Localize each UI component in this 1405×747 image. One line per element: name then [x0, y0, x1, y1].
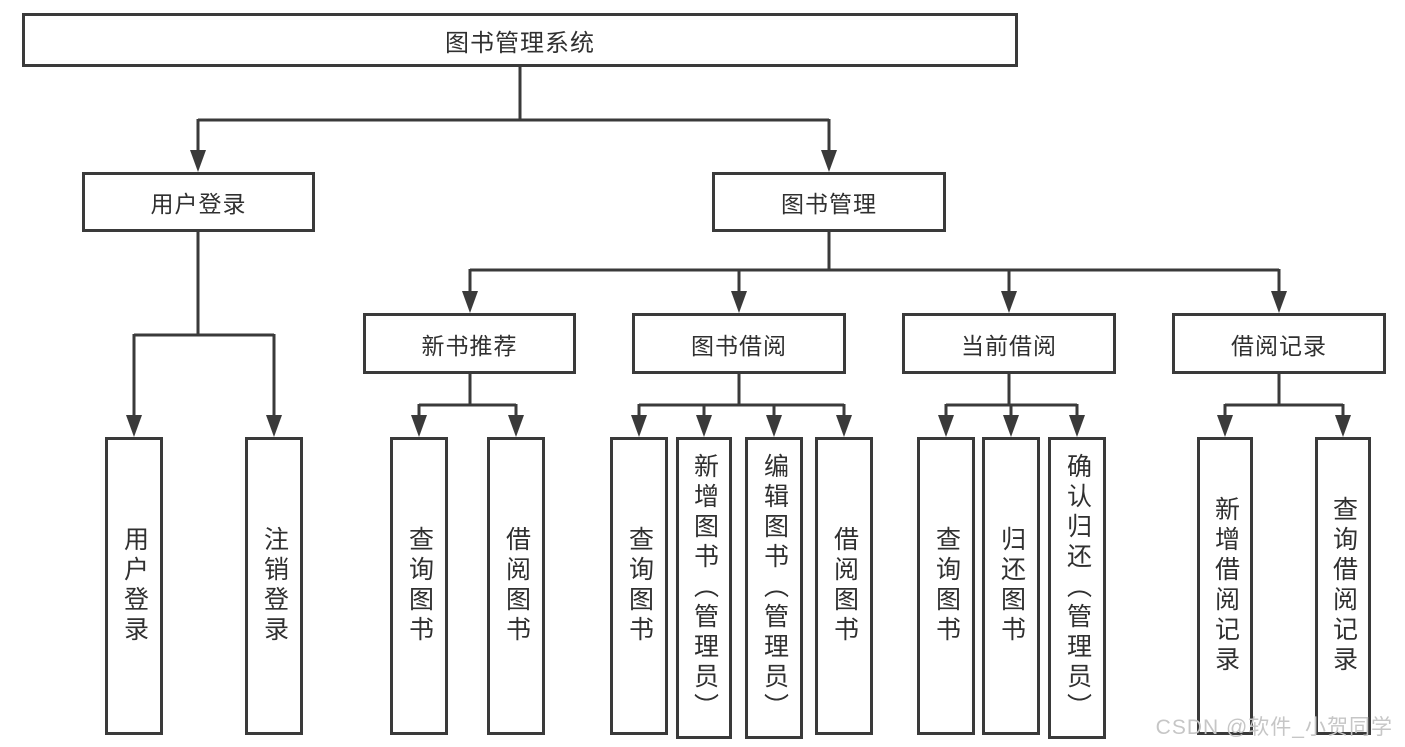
leaf-borrow-borrow-book: 借阅图书 [815, 437, 873, 735]
node-borrow-records: 借阅记录 [1172, 313, 1386, 374]
leaf-borrow-add-book-admin: 新增图书（管理员） [676, 437, 732, 739]
node-system-root: 图书管理系统 [22, 13, 1018, 67]
node-new-book-recommend: 新书推荐 [363, 313, 576, 374]
leaf-recommend-query-book: 查询图书 [390, 437, 448, 735]
leaf-current-query-book: 查询图书 [917, 437, 975, 735]
leaf-current-confirm-return-admin: 确认归还（管理员） [1048, 437, 1106, 739]
node-book-management: 图书管理 [712, 172, 946, 232]
node-book-borrow: 图书借阅 [632, 313, 846, 374]
csdn-watermark: CSDN @软件_小贺同学 [1155, 716, 1393, 739]
leaf-logout: 注销登录 [245, 437, 303, 735]
leaf-current-return-book: 归还图书 [982, 437, 1040, 735]
node-user-login: 用户登录 [82, 172, 315, 232]
leaf-user-login: 用户登录 [105, 437, 163, 735]
arrowhead-icons [126, 150, 1351, 437]
leaf-borrow-edit-book-admin: 编辑图书（管理员） [745, 437, 803, 739]
node-current-borrow: 当前借阅 [902, 313, 1116, 374]
leaf-records-add-record: 新增借阅记录 [1197, 437, 1253, 735]
leaf-records-query-record: 查询借阅记录 [1315, 437, 1371, 735]
leaf-borrow-query-book: 查询图书 [610, 437, 668, 735]
leaf-recommend-borrow-book: 借阅图书 [487, 437, 545, 735]
